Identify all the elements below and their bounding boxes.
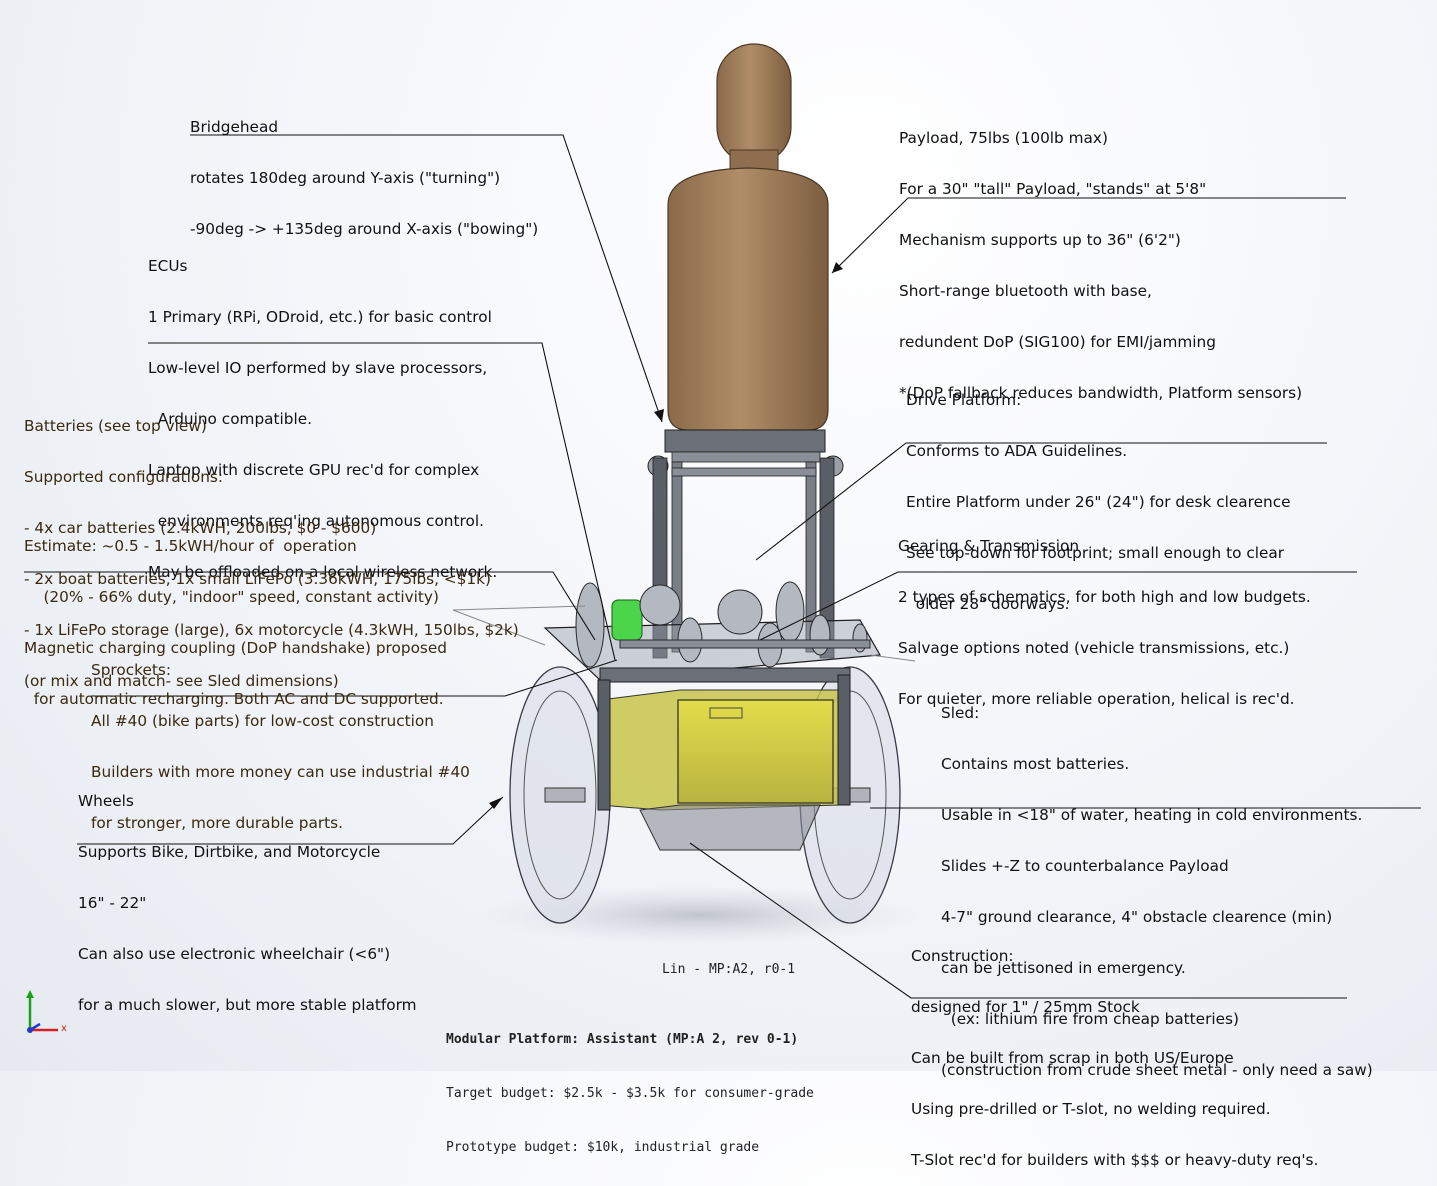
reference-lines bbox=[452, 605, 916, 662]
sprockets-line: for stronger, more durable parts. bbox=[91, 814, 343, 832]
payload-figure bbox=[667, 43, 829, 431]
ecus-line: environments req'ing autonomous control. bbox=[148, 512, 484, 530]
gearing-note: Gearing & Transmission 2 types of schema… bbox=[898, 504, 1311, 725]
leader-arrowheads bbox=[489, 262, 843, 809]
sprockets-line: Builders with more money can use industr… bbox=[91, 763, 470, 781]
ecus-line: Laptop with discrete GPU rec'd for compl… bbox=[148, 461, 480, 479]
batteries-line: - 2x boat batteries, 1x small LiFePo (3.… bbox=[24, 570, 491, 588]
estimate-line: for automatic recharging. Both AC and DC… bbox=[24, 690, 444, 708]
bridgehead-title: Bridgehead bbox=[190, 118, 279, 136]
sled-line: can be jettisoned in emergency. bbox=[941, 959, 1186, 977]
bridgehead-line: rotates 180deg around Y-axis ("turning") bbox=[190, 169, 501, 187]
ecus-line: May be offloaded on a local wireless net… bbox=[148, 563, 498, 581]
sprockets-title: Sprockets: bbox=[91, 661, 171, 679]
construction-line: designed for 1" / 25mm Stock bbox=[911, 998, 1140, 1016]
axis-x-label: x bbox=[61, 1023, 67, 1034]
drive-platform-line: older 28" doorways. bbox=[906, 595, 1070, 613]
robot-model-drawing: x bbox=[24, 43, 1421, 1034]
view-label: Lin - MP:A2, r0-1 bbox=[662, 962, 796, 977]
wheels-title: Wheels bbox=[78, 792, 134, 810]
payload-body bbox=[667, 167, 829, 431]
gearing-line: For quieter, more reliable operation, he… bbox=[898, 690, 1295, 708]
ecus-line: Arduino compatible. bbox=[148, 410, 313, 428]
batteries-line: - 1x LiFePo storage (large), 6x motorcyc… bbox=[24, 621, 519, 639]
payload-line: *(DoP fallback reduces bandwidth, Platfo… bbox=[899, 384, 1303, 402]
gearing-line: 2 types of schematics, for both high and… bbox=[898, 588, 1311, 606]
drive-platform-title: Drive Platform: bbox=[906, 391, 1022, 409]
ecus-line: Low-level IO performed by slave processo… bbox=[148, 359, 488, 377]
sled-line: Usable in <18" of water, heating in cold… bbox=[941, 806, 1363, 824]
estimate-title: Estimate: ~0.5 - 1.5kWH/hour of operatio… bbox=[24, 537, 357, 555]
construction-note: Construction: designed for 1" / 25mm Sto… bbox=[911, 914, 1318, 1186]
batteries-note: Batteries (see top view) Supported confi… bbox=[24, 384, 519, 707]
title-block-line: Prototype budget: $10k, industrial grade bbox=[446, 1140, 760, 1155]
axis-triad bbox=[26, 990, 58, 1033]
batteries-line: Supported configurations: bbox=[24, 468, 224, 486]
drive-platform-note: Drive Platform: Conforms to ADA Guidelin… bbox=[906, 358, 1291, 630]
ecus-title: ECUs bbox=[148, 257, 188, 275]
estimate-line: (20% - 66% duty, "indoor" speed, constan… bbox=[24, 588, 439, 606]
ecus-line: 1 Primary (RPi, ODroid, etc.) for basic … bbox=[148, 308, 492, 326]
sprocket-gears bbox=[575, 581, 871, 668]
batteries-line: - 4x car batteries (2.4kWH, 200lbs, $0 -… bbox=[24, 519, 377, 537]
sled-battery-box bbox=[599, 689, 841, 851]
mast-frame bbox=[652, 457, 835, 659]
sled-line: 4-7" ground clearance, 4" obstacle clear… bbox=[941, 908, 1333, 926]
payload-line: For a 30" "tall" Payload, "stands" at 5'… bbox=[899, 180, 1207, 198]
drive-platform-line: See top-down for footprint; small enough… bbox=[906, 544, 1285, 562]
gearing-title: Gearing & Transmission bbox=[898, 537, 1080, 555]
title-block: Modular Platform: Assistant (MP:A 2, rev… bbox=[446, 995, 814, 1175]
sprockets-line: All #40 (bike parts) for low-cost constr… bbox=[91, 712, 434, 730]
ground-shadow bbox=[480, 885, 920, 945]
wheels-line: Supports Bike, Dirtbike, and Motorcycle bbox=[78, 843, 381, 861]
wheels-line: for a much slower, but more stable platf… bbox=[78, 996, 417, 1014]
wheels-note: Wheels Supports Bike, Dirtbike, and Moto… bbox=[78, 759, 417, 1031]
construction-line: T-Slot rec'd for builders with $$$ or he… bbox=[911, 1151, 1319, 1169]
drive-platform-line: Entire Platform under 26" (24") for desk… bbox=[906, 493, 1291, 511]
gearing-line: Salvage options noted (vehicle transmiss… bbox=[898, 639, 1290, 657]
ecus-note: ECUs 1 Primary (RPi, ODroid, etc.) for b… bbox=[148, 224, 497, 598]
estimate-note: Estimate: ~0.5 - 1.5kWH/hour of operatio… bbox=[24, 504, 447, 725]
payload-line: Mechanism supports up to 36" (6'2") bbox=[899, 231, 1181, 249]
wheels-line: 16" - 22" bbox=[78, 894, 147, 912]
construction-line: Can be built from scrap in both US/Europ… bbox=[911, 1049, 1234, 1067]
estimate-line: Magnetic charging coupling (DoP handshak… bbox=[24, 639, 448, 657]
sled-line: (ex: lithium fire from cheap batteries) bbox=[941, 1010, 1239, 1028]
batteries-title: Batteries (see top view) bbox=[24, 417, 207, 435]
construction-line: Using pre-drilled or T-slot, no welding … bbox=[911, 1100, 1271, 1118]
sled-title: Sled: bbox=[941, 704, 980, 722]
payload-note: Payload, 75lbs (100lb max) For a 30" "ta… bbox=[899, 96, 1302, 419]
payload-head bbox=[716, 43, 792, 165]
payload-title: Payload, 75lbs (100lb max) bbox=[899, 129, 1108, 147]
leader-lines bbox=[24, 134, 1421, 999]
title-block-line: Target budget: $2.5k - $3.5k for consume… bbox=[446, 1086, 814, 1101]
sled-line: Slides +-Z to counterbalance Payload bbox=[941, 857, 1229, 875]
wheel-left bbox=[509, 666, 611, 924]
bridgehead-line: -90deg -> +135deg around X-axis ("bowing… bbox=[190, 220, 539, 238]
wheels-line: Can also use electronic wheelchair (<6") bbox=[78, 945, 391, 963]
payload-line: Short-range bluetooth with base, bbox=[899, 282, 1152, 300]
construction-title: Construction: bbox=[911, 947, 1014, 965]
bridgehead-note: Bridgehead rotates 180deg around Y-axis … bbox=[190, 85, 538, 255]
sprockets-note: Sprockets: All #40 (bike parts) for low-… bbox=[91, 628, 470, 849]
payload-line: redundent DoP (SIG100) for EMI/jamming bbox=[899, 333, 1216, 351]
batteries-line: (or mix and match- see Sled dimensions) bbox=[24, 672, 339, 690]
sled-line: Contains most batteries. bbox=[941, 755, 1130, 773]
drive-platform-line: Conforms to ADA Guidelines. bbox=[906, 442, 1128, 460]
title-block-title: Modular Platform: Assistant (MP:A 2, rev… bbox=[446, 1032, 799, 1047]
